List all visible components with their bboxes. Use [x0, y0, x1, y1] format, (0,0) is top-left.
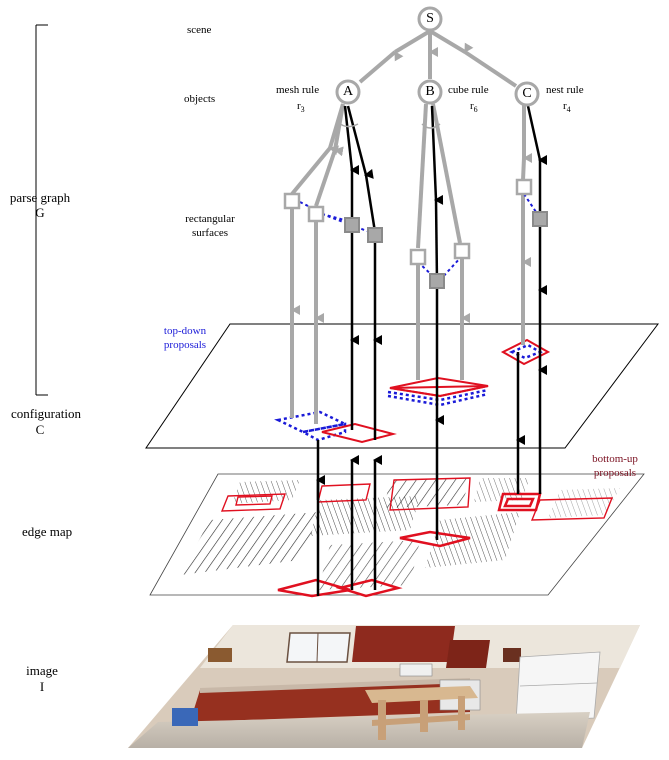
- node-b: B: [425, 84, 435, 99]
- node-a: A: [342, 84, 354, 99]
- top-down-proposals-label-2: proposals: [163, 339, 207, 351]
- nest-rule-label: nest rule: [546, 84, 584, 96]
- mesh-rule-id: r3: [297, 100, 305, 115]
- bottom-up-proposals-label-2: proposals: [593, 467, 637, 479]
- configuration-proposals: [274, 338, 551, 444]
- rule-arcs: [337, 121, 441, 129]
- rect-surfaces-label-1: rectangular: [185, 213, 235, 225]
- configuration-symbol: C: [35, 422, 45, 437]
- edge-map: [149, 473, 645, 598]
- node-root: S: [426, 11, 434, 26]
- parse-graph-label: parse graph: [9, 190, 71, 205]
- nest-rule-id: r4: [563, 100, 571, 115]
- parse-graph-symbol: G: [35, 205, 45, 220]
- image-label: image: [26, 663, 58, 678]
- top-down-edges: [290, 29, 532, 424]
- parse-graph-bracket: [35, 24, 48, 396]
- cube-rule-label: cube rule: [448, 84, 489, 96]
- configuration-label: configuration: [10, 406, 82, 421]
- scene-label: scene: [187, 24, 212, 36]
- rect-surfaces-label-2: surfaces: [191, 227, 229, 239]
- cube-rule-id: r6: [470, 100, 478, 115]
- edge-map-label: edge map: [22, 524, 73, 539]
- configuration-plane: [145, 323, 659, 449]
- objects-label: objects: [184, 93, 216, 105]
- top-down-proposals-label-1: top-down: [163, 325, 207, 337]
- image-photo: [128, 625, 640, 748]
- bottom-up-edges: [316, 105, 547, 596]
- image-symbol: I: [39, 679, 45, 694]
- bottom-up-proposals-label-1: bottom-up: [592, 453, 638, 465]
- mesh-rule-label: mesh rule: [276, 84, 320, 96]
- object-nodes: [335, 6, 540, 107]
- surface-nodes: [283, 178, 548, 289]
- node-c: C: [522, 86, 532, 101]
